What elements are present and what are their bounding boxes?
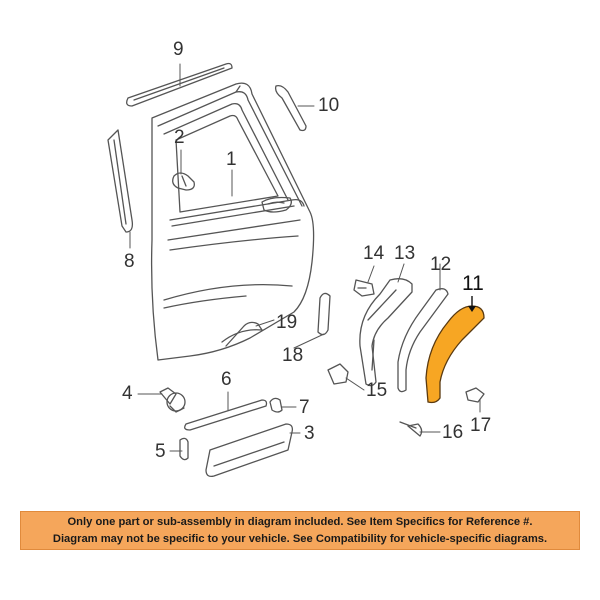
part-14-clip bbox=[353, 279, 375, 297]
leader-lines bbox=[129, 63, 481, 452]
callout-1: 1 bbox=[226, 149, 237, 170]
part-15-clip bbox=[327, 363, 349, 385]
part-6-strip bbox=[184, 399, 268, 431]
callout-16: 16 bbox=[442, 422, 464, 443]
disclaimer-banner: Only one part or sub-assembly in diagram… bbox=[20, 511, 580, 550]
callout-9: 9 bbox=[173, 39, 184, 60]
disclaimer-line-1: Only one part or sub-assembly in diagram… bbox=[67, 516, 533, 529]
callout-12: 12 bbox=[430, 254, 452, 275]
callout-4: 4 bbox=[122, 383, 133, 404]
part-12-trim bbox=[397, 288, 449, 393]
callout-13: 13 bbox=[394, 243, 416, 264]
part-4-clip bbox=[159, 387, 186, 413]
door-shell bbox=[150, 82, 315, 361]
part-17-fastener bbox=[465, 387, 485, 403]
callout-6: 6 bbox=[221, 369, 232, 390]
part-18-pad bbox=[317, 292, 331, 336]
part-11-wheel-arch-moulding-highlighted bbox=[425, 296, 485, 404]
callout-7: 7 bbox=[299, 397, 310, 418]
callout-10: 10 bbox=[318, 95, 340, 116]
callout-14: 14 bbox=[363, 243, 385, 264]
callout-2: 2 bbox=[174, 127, 185, 148]
callout-3: 3 bbox=[304, 423, 315, 444]
part-7-cap bbox=[269, 397, 283, 413]
part-10-moulding bbox=[274, 84, 307, 132]
part-5-end-cap bbox=[179, 437, 189, 461]
callout-5: 5 bbox=[155, 441, 166, 462]
callout-17: 17 bbox=[470, 415, 492, 436]
part-16-screw bbox=[399, 421, 423, 437]
part-2-clip bbox=[172, 172, 195, 191]
callout-18: 18 bbox=[282, 345, 304, 366]
callout-11: 11 bbox=[462, 272, 484, 295]
disclaimer-line-2: Diagram may not be specific to your vehi… bbox=[52, 532, 548, 545]
callout-19: 19 bbox=[276, 312, 298, 333]
part-13-bracket bbox=[359, 278, 413, 387]
part-9-belt-moulding bbox=[126, 62, 233, 107]
callout-8: 8 bbox=[124, 251, 135, 272]
part-3-lower-moulding bbox=[205, 423, 294, 478]
callout-15: 15 bbox=[366, 380, 388, 401]
part-8-pillar-trim bbox=[107, 129, 134, 233]
